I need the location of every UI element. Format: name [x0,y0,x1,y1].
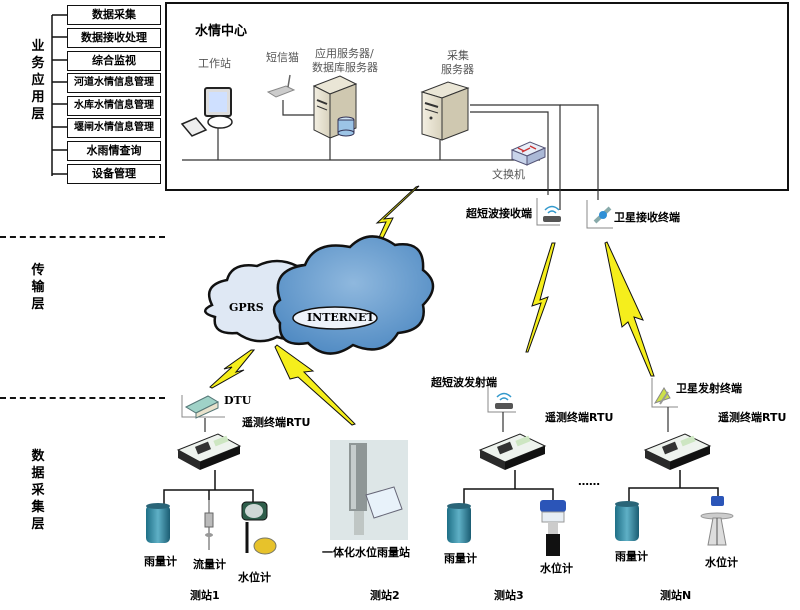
station3-rain-gauge-label: 雨量计 [444,552,477,565]
layer-label-char: 层 [31,297,45,312]
satellite-receiver-icon [586,200,613,229]
uhf-receiver-icon [536,198,561,226]
collect-server-label-1: 采集 [447,49,469,62]
satellite-receiver-label: 卫星接收终端 [614,211,680,224]
station1-dtu-icon [181,395,225,419]
app-server-label-1: 应用服务器/ [315,47,374,60]
ultrasonic-level-meter-icon-3 [540,500,566,556]
switch-label: 文换机 [492,168,525,181]
stationN-satellite-transmitter-label: 卫星发射终端 [676,382,742,395]
layer-label-acquisition: 数据采集层 [30,448,46,533]
layer-label-char: 输 [31,280,45,295]
layer-label-char: 据 [31,466,45,481]
station3-rtu-label: 遥测终端RTU [545,411,614,424]
layer-label-char: 务 [31,56,45,71]
gprs-label: GPRS [229,301,264,314]
layer-label-char: 集 [31,500,45,515]
station3-uhf-transmitter-label: 超短波发射端 [431,376,497,389]
menu-data-collection[interactable]: 数据采集 [67,5,161,25]
uhf-receiver-label: 超短波接收端 [466,207,532,220]
more-stations-ellipsis: …… [578,475,600,488]
menu-data-receive-process[interactable]: 数据接收处理 [67,28,161,48]
collect-server-label-2: 服务器 [441,63,474,76]
station3-name: 测站3 [494,589,524,602]
station1-water-level-label: 水位计 [238,571,271,584]
lightning-sat-link [604,241,655,377]
stationN-rain-gauge-label: 雨量计 [615,550,648,563]
sms-cat-label: 短信猫 [266,51,299,64]
stationN-water-level-label: 水位计 [705,556,738,569]
layer-divider-1 [0,236,165,238]
sms-cat-icon [266,74,296,98]
menu-rain-query[interactable]: 水雨情查询 [67,141,161,161]
station1-rtu-label: 遥测终端RTU [242,416,311,429]
stationN-satellite-transmitter-icon [651,378,678,408]
layer-label-char: 传 [31,263,45,278]
stationN-name: 测站N [660,589,692,602]
app-server-label-2: 数据库服务器 [312,61,378,74]
rtu-device-icon-3 [478,433,547,470]
workstation-icon [180,87,233,137]
layer-label-char: 采 [31,483,45,498]
layer-label-transport: 传输层 [30,262,46,313]
rain-gauge-icon-n [615,501,639,541]
station3-sensor-lines [463,470,554,505]
lightning-internet-station2 [274,344,356,426]
menu-weir-info[interactable]: 堰闸水情信息管理 [67,118,161,138]
lightning-uhf-link [525,242,556,353]
station1-name: 测站1 [190,589,220,602]
lightning-gprs-dtu [209,349,256,389]
station2-device-label: 一体化水位雨量站 [322,546,410,559]
layer-label-char: 层 [31,517,45,532]
layer-label-char: 数 [31,449,45,464]
station3-uhf-transmitter-icon [487,385,516,413]
layer-label-char: 业 [31,39,45,54]
flow-meter-icon [204,500,214,550]
switch-icon [510,141,547,166]
lan-bus [182,100,599,210]
internet-cloud [272,235,435,355]
layer-label-char: 应 [31,73,45,88]
menu-integrated-monitoring[interactable]: 综合监视 [67,51,161,71]
layer-label-application: 业务应用层 [30,38,46,123]
menu-device-management[interactable]: 设备管理 [67,164,161,184]
station1-dtu-label: DTU [224,394,252,407]
rtu-device-icon [176,433,242,470]
water-center-title: 水情中心 [195,24,248,39]
rtu-device-icon-n [643,433,712,470]
station1-rain-gauge-label: 雨量计 [144,555,177,568]
menu-reservoir-info[interactable]: 水库水情信息管理 [67,96,161,116]
rain-gauge-icon-3 [447,503,471,543]
rain-gauge-icon-1 [146,503,170,543]
layer-divider-2 [0,397,165,399]
station3-water-level-label: 水位计 [540,562,573,575]
collect-server-icon [420,81,470,141]
layer-label-char: 层 [31,107,45,122]
integrated-station-icon [330,440,408,540]
station1-sensor-lines [163,470,254,505]
station1-flow-meter-label: 流量计 [193,558,226,571]
layer-label-char: 用 [31,90,45,105]
menu-river-info[interactable]: 河道水情信息管理 [67,73,161,93]
radar-level-meter-icon-n [700,496,734,546]
station2-name: 测站2 [370,589,400,602]
internet-label: INTERNET [307,311,375,324]
water-level-meter-icon-1 [241,501,277,555]
app-server-icon [312,75,358,139]
stationN-sensor-lines [628,470,719,503]
workstation-label: 工作站 [198,57,231,70]
stationN-rtu-label: 遥测终端RTU [718,411,787,424]
